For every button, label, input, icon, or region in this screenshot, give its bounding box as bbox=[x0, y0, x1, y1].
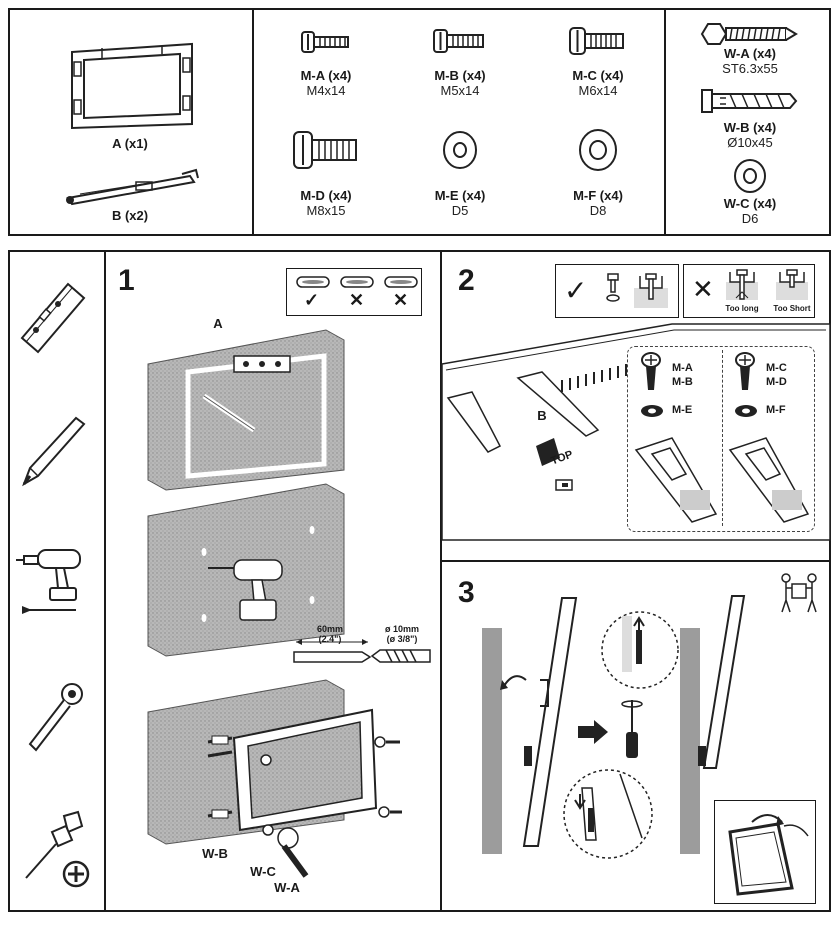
screw-size: M6x14 bbox=[578, 83, 618, 98]
label-w-a: W-A bbox=[274, 880, 300, 895]
slot-icon bbox=[340, 276, 374, 288]
wall-plate-icon bbox=[71, 42, 193, 130]
wall-screw-label: W-A (x4) bbox=[724, 46, 776, 61]
label-w-b: W-B bbox=[202, 846, 228, 861]
step-1-number: 1 bbox=[118, 264, 135, 297]
screw-size: M5x14 bbox=[440, 83, 480, 98]
label-w-c: W-C bbox=[250, 864, 276, 879]
depth-arrow-icon bbox=[293, 639, 372, 663]
lag-screw-icon bbox=[700, 23, 798, 45]
check-icon: ✓ bbox=[564, 275, 588, 306]
screw-icon bbox=[735, 352, 755, 390]
step1-label-a: A bbox=[213, 316, 223, 331]
label-m-e: M-E bbox=[672, 404, 693, 416]
wall-anchor-label: W-B (x4) bbox=[723, 120, 777, 135]
step-divider-v bbox=[440, 250, 442, 912]
screw-label: M-D (x4) bbox=[300, 188, 352, 203]
bit-size-label: ø 10mm bbox=[384, 624, 419, 634]
part-a-label: A (x1) bbox=[112, 136, 148, 151]
washer-icon bbox=[579, 129, 617, 171]
screwdriver-icon bbox=[621, 700, 643, 758]
pencil-icon bbox=[22, 416, 86, 487]
screw-label: M-C (x4) bbox=[572, 68, 624, 83]
step-3-number: 3 bbox=[458, 576, 475, 609]
drill-depth-label: 60mm bbox=[316, 624, 343, 634]
screw-in-bracket-icon bbox=[606, 273, 668, 308]
washer-label: M-F (x4) bbox=[573, 188, 623, 203]
cross-icon: ✕ bbox=[349, 290, 365, 310]
screw-icon bbox=[433, 29, 484, 53]
wall-anchor-icon bbox=[701, 89, 798, 113]
label-m-d: M-D bbox=[766, 376, 787, 388]
screw-detail-divider bbox=[722, 350, 723, 526]
tv-hanging-illustration bbox=[500, 597, 578, 847]
screw-too-short-icon bbox=[776, 269, 808, 300]
washer-icon bbox=[443, 131, 477, 169]
wall-level-illustration bbox=[147, 329, 345, 491]
label-m-b: M-B bbox=[672, 376, 693, 388]
bracket-detail-icon bbox=[634, 437, 810, 523]
tools-divider bbox=[104, 250, 106, 912]
bracket-b-label: B bbox=[537, 408, 547, 423]
wall-screw-size: ST6.3x55 bbox=[722, 61, 778, 76]
screw-label: M-B (x4) bbox=[434, 68, 486, 83]
tv-bracket-icon bbox=[66, 168, 199, 206]
cross-icon: ✕ bbox=[692, 274, 714, 304]
washer-size: D8 bbox=[589, 203, 607, 218]
label-m-f: M-F bbox=[766, 404, 786, 416]
too-long-label: Too long bbox=[725, 304, 759, 313]
label-m-a: M-A bbox=[672, 362, 693, 374]
wall-washer-size: D6 bbox=[741, 211, 759, 226]
cross-icon: ✕ bbox=[393, 290, 409, 310]
drill-icon bbox=[16, 549, 81, 614]
drill-bit-icon bbox=[370, 649, 431, 663]
check-icon: ✓ bbox=[304, 290, 320, 310]
too-short-label: Too Short bbox=[773, 304, 811, 313]
screw-size: M4x14 bbox=[306, 83, 346, 98]
level-icon bbox=[20, 282, 86, 354]
screw-detail-top-icon bbox=[601, 611, 679, 689]
tilt-tv-icon bbox=[728, 814, 809, 896]
screw-icon bbox=[569, 27, 624, 55]
wall-section bbox=[482, 628, 502, 854]
anchor-detail-bottom-icon bbox=[563, 769, 653, 859]
drill-depth-inch: (2.4") bbox=[318, 634, 342, 644]
wall-washer-label: W-C (x4) bbox=[723, 196, 777, 211]
screw-icon bbox=[293, 131, 357, 169]
bit-size-inch: (ø 3/8") bbox=[386, 634, 418, 644]
washer-label: M-E (x4) bbox=[434, 188, 486, 203]
washer-size: D5 bbox=[451, 203, 469, 218]
slot-icon bbox=[384, 276, 418, 288]
part-b-label: B (x2) bbox=[111, 208, 149, 223]
wall-drill-illustration bbox=[147, 483, 345, 657]
screw-size: M8x15 bbox=[306, 203, 346, 218]
wall-section bbox=[680, 628, 700, 854]
washer-icon bbox=[735, 405, 757, 417]
parts-divider-1 bbox=[252, 8, 254, 236]
wall-mount-illustration bbox=[147, 679, 402, 878]
step-2-number: 2 bbox=[458, 264, 475, 297]
screw-label: M-A (x4) bbox=[300, 68, 352, 83]
step-divider-h bbox=[440, 560, 831, 562]
label-m-c: M-C bbox=[766, 362, 787, 374]
phillips-screwdriver-icon bbox=[25, 810, 90, 888]
parts-divider-2 bbox=[664, 8, 666, 236]
socket-wrench-icon bbox=[28, 683, 83, 752]
tv-mounted-illustration bbox=[698, 595, 746, 769]
slot-hint-box bbox=[286, 268, 422, 316]
washer-icon bbox=[734, 159, 766, 193]
washer-icon bbox=[641, 405, 663, 417]
two-person-lift-icon bbox=[781, 573, 817, 613]
screw-too-long-icon bbox=[726, 269, 758, 300]
wall-anchor-size: Ø10x45 bbox=[727, 135, 773, 150]
slot-icon bbox=[296, 276, 330, 288]
right-arrow-icon bbox=[578, 720, 608, 744]
screw-icon bbox=[301, 31, 349, 53]
screw-icon bbox=[641, 352, 661, 390]
